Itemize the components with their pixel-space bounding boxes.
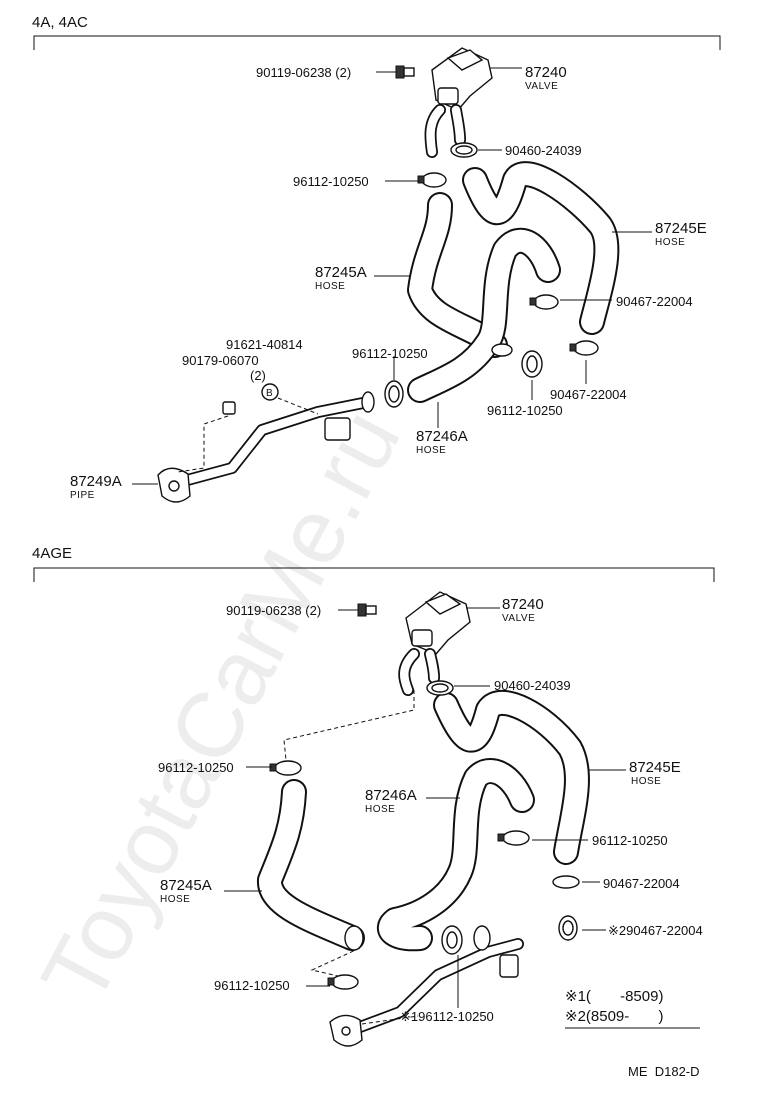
pipe-87249a[interactable] — [157, 391, 375, 503]
valve-87240[interactable] — [424, 47, 493, 158]
label-top-pipe-no: 87249A — [70, 473, 122, 490]
label-bottom-clamp-a: 90460-24039 — [494, 678, 571, 693]
hose-87246a-4age[interactable] — [377, 758, 535, 952]
label-top-hose-e-no: 87245E — [655, 220, 707, 237]
footnote-1: ※1( -8509) — [565, 988, 663, 1005]
label-top-clamp-c: 90467-22004 — [616, 294, 693, 309]
clamp-96112-10250-upper-4age[interactable] — [269, 760, 302, 776]
clamp-90467-22004-alt-4age[interactable] — [558, 915, 578, 941]
label-bottom-clamp-b: 96112-10250 — [158, 760, 234, 775]
bolt-90119-06238[interactable] — [395, 65, 415, 79]
marker-b-text: B — [266, 388, 273, 399]
label-bottom-hose-a-no: 87245A — [160, 877, 212, 894]
label-bottom-clamp-c: 96112-10250 — [592, 833, 668, 848]
label-bottom-valve-name: VALVE — [502, 613, 535, 624]
label-bottom-hose-e-name: HOSE — [631, 776, 661, 787]
label-top-clamp-e: 90467-22004 — [550, 387, 627, 402]
hose-87245a-4age[interactable] — [257, 779, 365, 951]
label-bottom-hose-46-name: HOSE — [365, 804, 395, 815]
hose-87245a[interactable] — [407, 192, 508, 358]
label-top-hose-a-no: 87245A — [315, 264, 367, 281]
label-bottom-clamp-f: 96112-10250 — [214, 978, 290, 993]
label-bottom-clamp-e: ※290467-22004 — [608, 923, 703, 938]
clamp-96112-10250-lower-4age[interactable] — [327, 974, 359, 990]
marker-b: B — [261, 383, 279, 401]
clamp-96112-10250-alt-4age[interactable] — [441, 925, 463, 955]
hose-87245e-4age[interactable] — [433, 689, 590, 865]
clamp-96112-10250-upper[interactable] — [417, 172, 447, 188]
pipe-4age[interactable] — [329, 925, 524, 1047]
footnote-2: ※2(8509- ) — [565, 1008, 663, 1025]
clamp-96112-10250-left[interactable] — [384, 380, 404, 408]
clamp-90460-24039[interactable] — [450, 142, 478, 158]
clamp-96112-10250-right-4age[interactable] — [497, 830, 530, 846]
label-bottom-valve-no: 87240 — [502, 596, 544, 613]
label-top-nut2-qty: (2) — [250, 368, 266, 383]
valve-87240-4age[interactable] — [398, 591, 471, 696]
label-top-hose-a-name: HOSE — [315, 281, 345, 292]
label-bottom-hose-46-no: 87246A — [365, 787, 417, 804]
section-header-4age: 4AGE — [32, 545, 72, 562]
label-top-clamp-a: 90460-24039 — [505, 143, 582, 158]
bolt-90119-06238-4age[interactable] — [357, 603, 377, 617]
hose-87246a[interactable] — [407, 227, 561, 403]
label-top-bolt: 90119-06238 (2) — [256, 65, 351, 80]
label-top-clamp-f: 96112-10250 — [487, 403, 563, 418]
label-top-clamp-b: 96112-10250 — [293, 174, 369, 189]
top-section-bracket — [33, 35, 721, 50]
label-bottom-clamp-g: ※196112-10250 — [400, 1009, 494, 1024]
label-bottom-hose-a-name: HOSE — [160, 894, 190, 905]
hose-87245e[interactable] — [462, 161, 620, 335]
clamp-96112-10250-right[interactable] — [521, 350, 543, 378]
label-bottom-clamp-d: 90467-22004 — [603, 876, 680, 891]
label-top-valve-name: VALVE — [525, 81, 558, 92]
label-top-nut: 91621-40814 — [226, 337, 303, 352]
label-top-hose-46-no: 87246A — [416, 428, 468, 445]
label-top-nut2: 90179-06070 — [182, 353, 259, 368]
label-bottom-hose-e-no: 87245E — [629, 759, 681, 776]
label-top-clamp-d: 96112-10250 — [352, 346, 428, 361]
bottom-section-bracket — [33, 567, 715, 582]
clamp-90467-22004-4age[interactable] — [552, 875, 580, 889]
clamp-90467-22004-upper[interactable] — [529, 294, 559, 310]
section-header-4a-4ac: 4A, 4AC — [32, 14, 88, 31]
label-top-hose-e-name: HOSE — [655, 237, 685, 248]
label-bottom-bolt: 90119-06238 (2) — [226, 603, 321, 618]
label-top-hose-46-name: HOSE — [416, 445, 446, 456]
label-top-pipe-name: PIPE — [70, 490, 95, 501]
clamp-96112-10250-junction[interactable] — [491, 343, 513, 357]
clamp-90460-24039-4age[interactable] — [426, 680, 454, 696]
nut-90179-06070[interactable] — [222, 401, 236, 415]
clamp-90467-22004-lower[interactable] — [569, 340, 599, 356]
figure-code: ME D182-D — [628, 1064, 700, 1079]
label-top-valve-no: 87240 — [525, 64, 567, 81]
